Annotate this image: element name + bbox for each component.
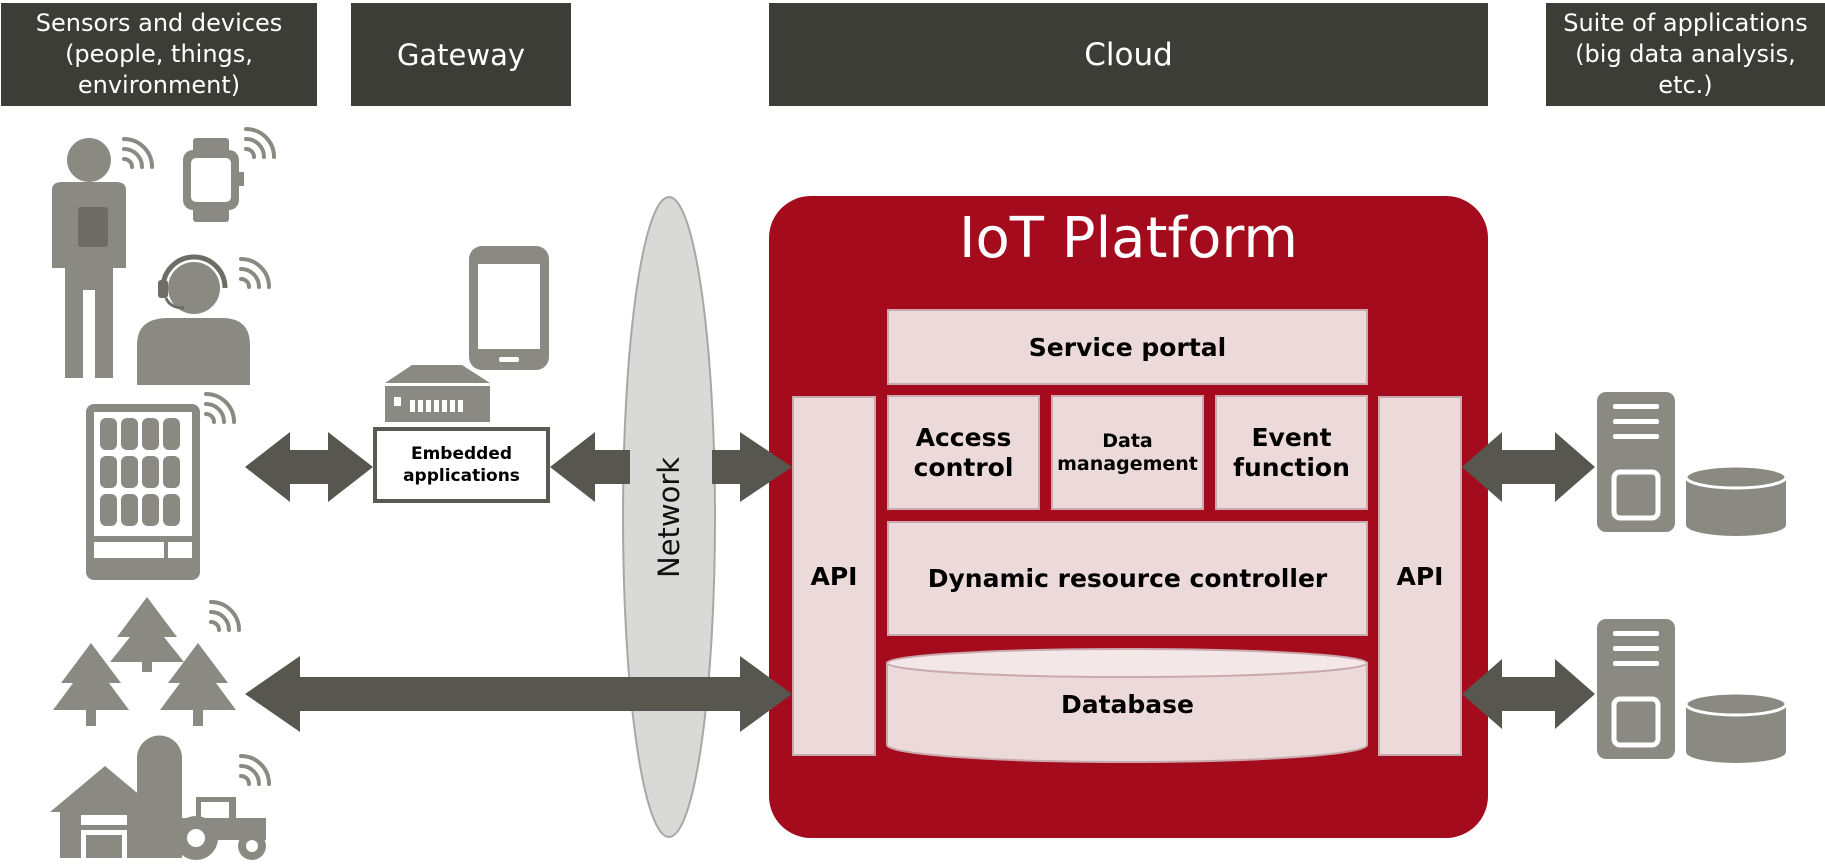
tablet-icon: [469, 246, 549, 370]
tractor-icon: [174, 797, 266, 860]
event-function-box: Event function: [1215, 395, 1368, 510]
wireless-signal-icons: [122, 127, 276, 786]
database-label: Database: [1060, 690, 1195, 719]
gateway-device-icon: [385, 365, 490, 422]
api-left-box: API: [792, 396, 876, 756]
double-arrow-icon: [550, 432, 630, 502]
header-suite-of-applications: Suite of applications (big data analysis…: [1546, 3, 1825, 106]
database-cylinder: [886, 648, 1368, 763]
iot-platform-title: IoT Platform: [959, 206, 1298, 271]
server-icon: [1597, 392, 1675, 532]
database-icon: [1684, 464, 1788, 536]
header-gateway: Gateway: [351, 3, 571, 106]
api-right-box: API: [1378, 396, 1462, 756]
double-arrow-icon: [1462, 659, 1595, 729]
farm-icon: [50, 735, 182, 858]
trees-icon: [53, 597, 236, 726]
person-icon: [52, 138, 126, 378]
double-arrow-icon: [245, 656, 792, 732]
header-cloud: Cloud: [769, 3, 1488, 106]
double-arrow-icon: [245, 432, 373, 502]
vending-machine-icon: [86, 404, 200, 580]
data-management-box: Data management: [1051, 395, 1204, 510]
access-control-box: Access control: [887, 395, 1040, 510]
database-icon: [1684, 691, 1788, 763]
arrow-right-icon: [712, 432, 792, 502]
double-arrow-icon: [1462, 432, 1595, 502]
service-portal-box: Service portal: [887, 309, 1368, 385]
headset-person-icon: [137, 254, 250, 385]
server-icon: [1597, 619, 1675, 759]
smartwatch-icon: [183, 138, 244, 222]
network-label: Network: [652, 456, 686, 578]
dynamic-resource-controller-box: Dynamic resource controller: [887, 521, 1368, 636]
header-sensors-and-devices: Sensors and devices (people, things, env…: [1, 3, 317, 106]
embedded-applications-box: Embedded applications: [373, 427, 550, 503]
